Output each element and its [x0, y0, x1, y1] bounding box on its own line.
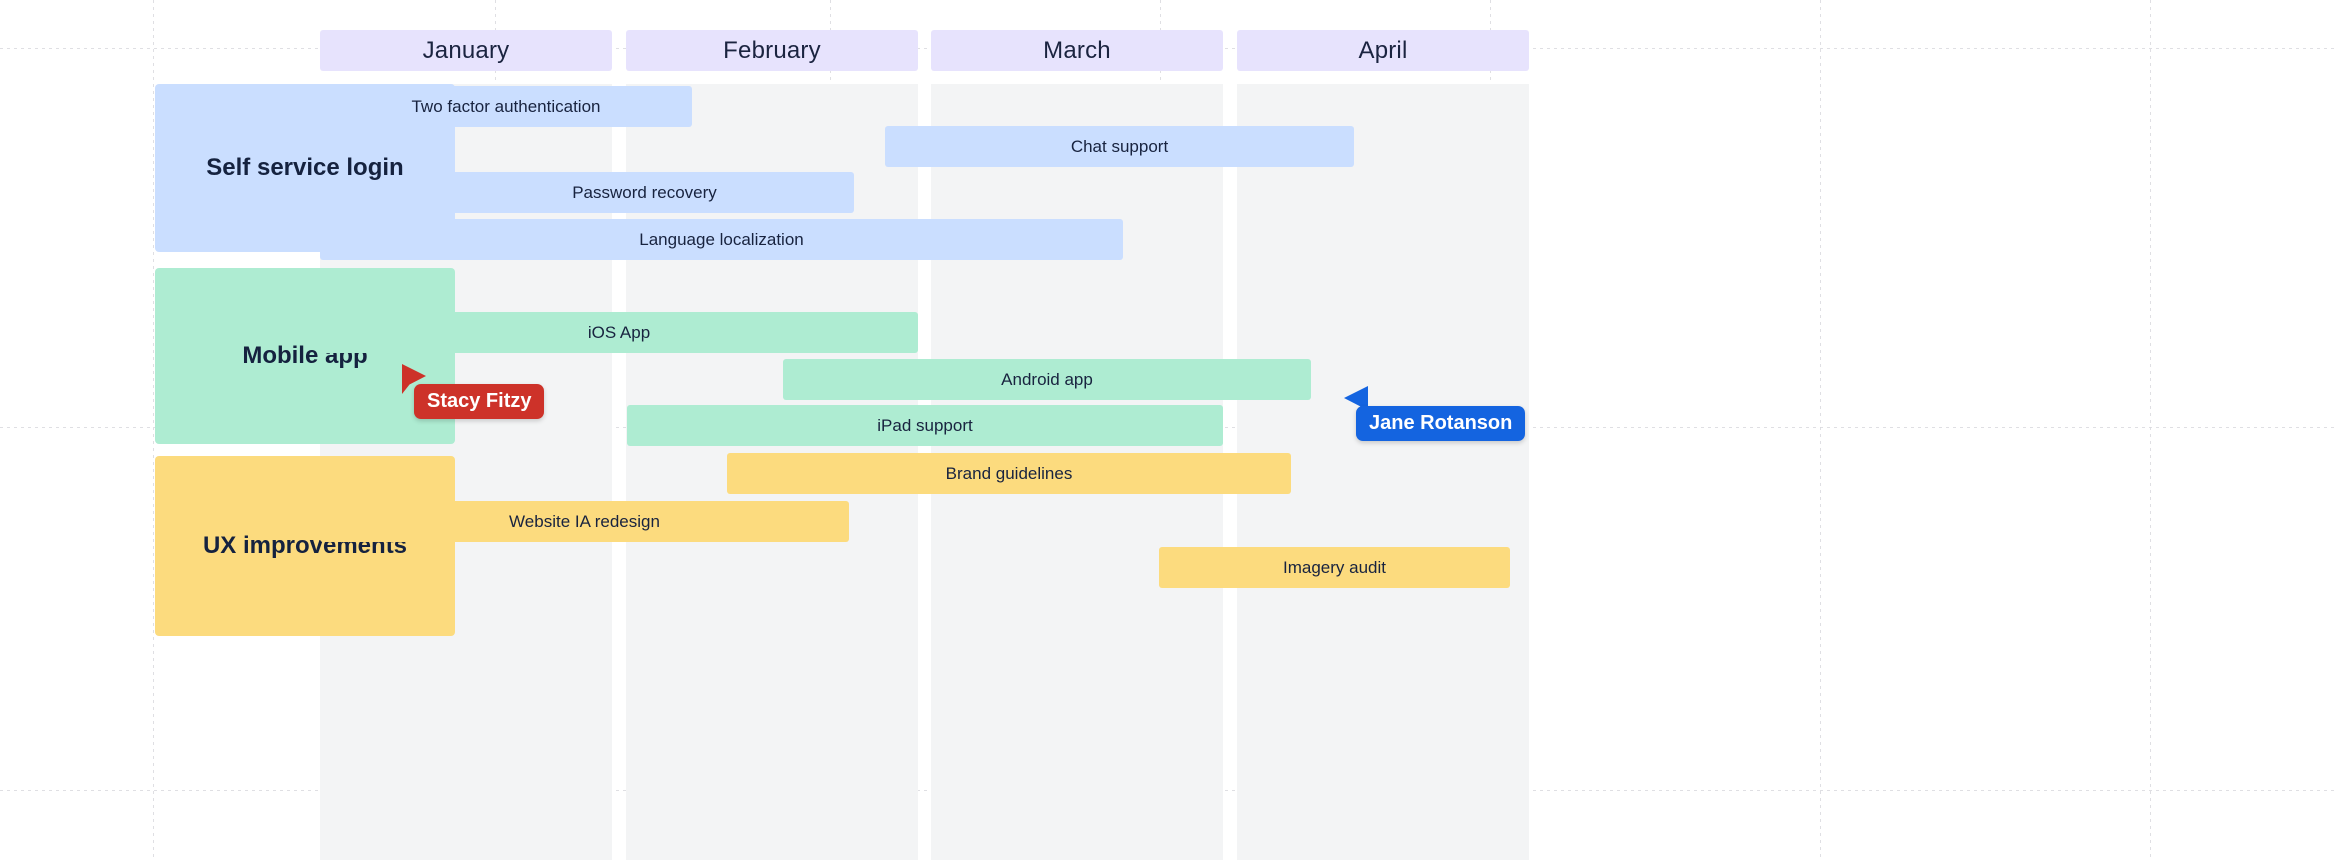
- task-bar-two-factor-authentication[interactable]: Two factor authentication: [320, 86, 692, 127]
- vertical-gridline: [1820, 0, 1821, 860]
- collaborator-name: Jane Rotanson: [1369, 412, 1513, 434]
- task-bar-label: Two factor authentication: [411, 96, 601, 116]
- task-bar-chat-support[interactable]: Chat support: [885, 126, 1354, 167]
- collaborator-name: Stacy Fitzy: [427, 390, 532, 412]
- collaborator-name-badge: Jane Rotanson: [1356, 406, 1526, 441]
- month-header-february[interactable]: February: [626, 30, 918, 71]
- task-bar-label: Android app: [1001, 369, 1093, 389]
- task-bar-label: Brand guidelines: [945, 463, 1073, 483]
- group-card-mobile-app[interactable]: Mobile app: [155, 268, 455, 444]
- task-bar-label: Website IA redesign: [509, 511, 660, 531]
- task-bar-android-app[interactable]: Android app: [783, 359, 1311, 400]
- month-header-label: February: [723, 36, 821, 64]
- task-bar-brand-guidelines[interactable]: Brand guidelines: [727, 453, 1291, 494]
- collaborator-cursor-jane-rotanson: Jane Rotanson: [1342, 385, 1526, 441]
- task-bar-label: Imagery audit: [1283, 557, 1386, 577]
- collaborator-cursor-stacy-fitzy: Stacy Fitzy: [400, 363, 545, 419]
- month-header-april[interactable]: April: [1237, 30, 1529, 71]
- task-bar-imagery-audit[interactable]: Imagery audit: [1159, 547, 1510, 588]
- cursor-pointer-icon: [402, 364, 426, 394]
- task-bar-label: iOS App: [587, 322, 651, 342]
- month-header-label: April: [1358, 36, 1408, 64]
- month-header-january[interactable]: January: [320, 30, 612, 71]
- task-bar-label: Chat support: [1070, 136, 1169, 156]
- task-bar-label: Language localization: [639, 229, 804, 249]
- month-header-label: March: [1043, 36, 1111, 64]
- task-bar-password-recovery[interactable]: Password recovery: [435, 172, 854, 213]
- task-bar-label: iPad support: [877, 415, 973, 435]
- task-bar-label: Password recovery: [572, 182, 717, 202]
- task-bar-language-localization[interactable]: Language localization: [320, 219, 1123, 260]
- vertical-gridline: [153, 0, 154, 860]
- collaborator-name-badge: Stacy Fitzy: [414, 384, 545, 419]
- task-bar-ios-app[interactable]: iOS App: [320, 312, 918, 353]
- vertical-gridline: [2150, 0, 2151, 860]
- group-card-ux-improvements[interactable]: UX improvements: [155, 456, 455, 636]
- month-header-march[interactable]: March: [931, 30, 1223, 71]
- task-bar-website-ia-redesign[interactable]: Website IA redesign: [320, 501, 849, 542]
- group-card-label: Self service login: [206, 153, 404, 181]
- month-header-label: January: [422, 36, 510, 64]
- cursor-pointer-icon: [1344, 386, 1368, 416]
- task-bar-ipad-support[interactable]: iPad support: [627, 405, 1223, 446]
